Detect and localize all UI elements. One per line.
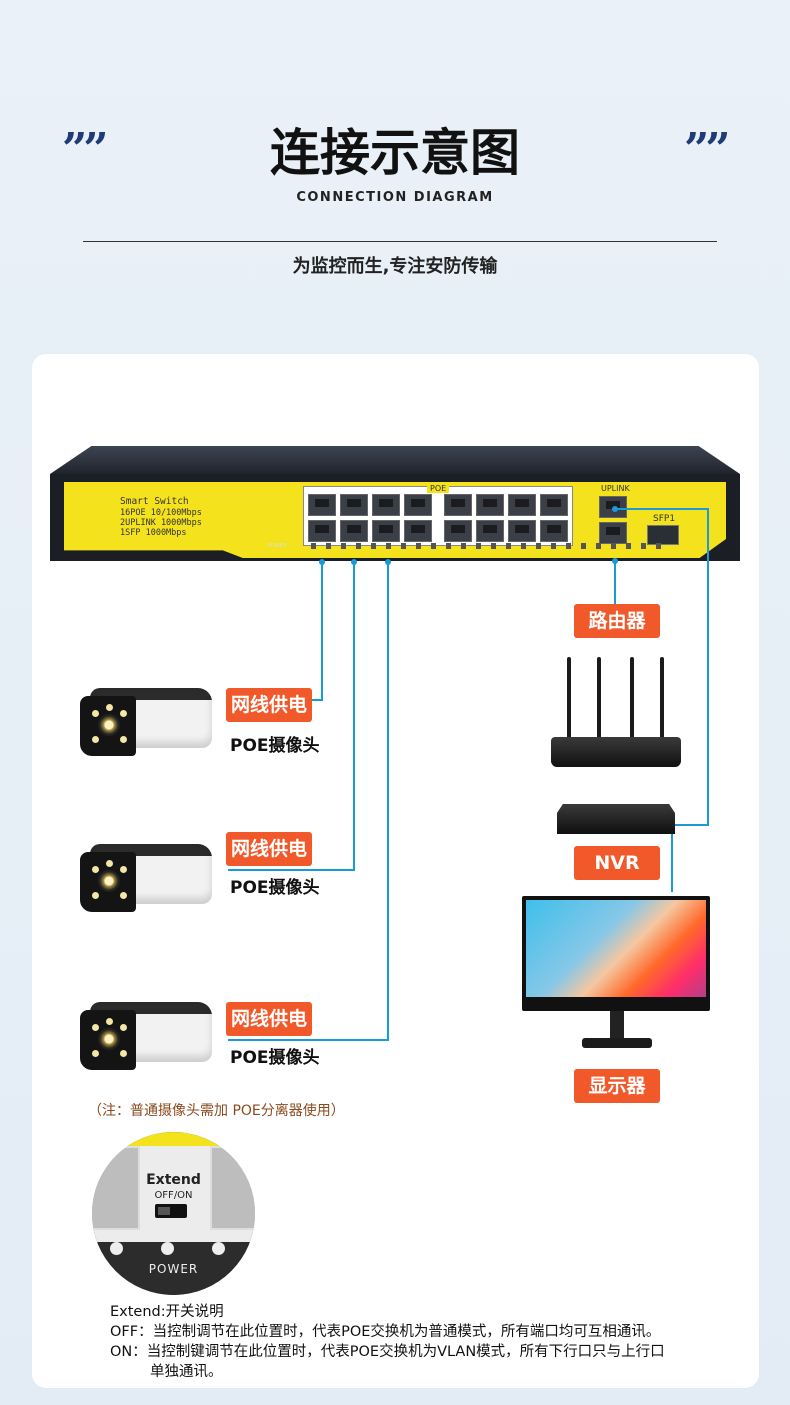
power-over-cable-tag: 网线供电 [226, 1002, 312, 1036]
router-tag: 路由器 [574, 604, 660, 638]
led-indicator [110, 1242, 123, 1255]
monitor-icon [522, 896, 710, 1011]
power-over-cable-tag: 网线供电 [226, 832, 312, 866]
nvr-tag: NVR [574, 846, 660, 880]
poe-port [372, 494, 400, 516]
switch-spec-sfp: 1SFP 1000Mbps [120, 528, 187, 538]
monitor-tag: 显示器 [574, 1069, 660, 1103]
switch-top [50, 446, 740, 474]
poe-port [444, 494, 472, 516]
camera-label: POE摄像头 [230, 736, 320, 756]
poe-camera-icon [80, 996, 212, 1076]
poe-port [476, 520, 504, 542]
led-indicator [212, 1242, 225, 1255]
poe-switch: Smart Switch 16POE 10/100Mbps 2UPLINK 10… [50, 446, 740, 561]
poe-port [476, 494, 504, 516]
poe-port [404, 520, 432, 542]
poe-camera-icon [80, 838, 212, 918]
extend-toggle-switch [155, 1204, 187, 1218]
cable-line [228, 1039, 389, 1041]
cable-line [675, 824, 709, 826]
description-heading: Extend:开关说明 [110, 1304, 224, 1320]
camera-label: POE摄像头 [230, 1048, 320, 1068]
poe-port [540, 494, 568, 516]
off-on-label: OFF/ON [154, 1190, 193, 1201]
cable-line [707, 508, 709, 825]
cable-line [387, 562, 389, 1040]
power-over-cable-tag: 网线供电 [226, 688, 312, 722]
poe-port [540, 520, 568, 542]
switch-spec-poe: 16POE 10/100Mbps [120, 508, 202, 518]
cable-line [228, 869, 355, 871]
sfp-label: SFP1 [653, 514, 676, 524]
note-text: （注：普通摄像头需加 POE分离器使用） [88, 1103, 345, 1119]
poe-port [372, 520, 400, 542]
switch-spec-uplink: 2UPLINK 1000Mbps [120, 518, 202, 528]
port-leds [311, 543, 661, 549]
description-off: OFF：当控制调节在此位置时，代表POE交换机为普通模式，所有端口均可互相通讯。 [110, 1324, 661, 1340]
cable-line [615, 508, 708, 510]
poe-port [340, 520, 368, 542]
cable-line [353, 562, 355, 870]
camera-label: POE摄像头 [230, 878, 320, 898]
page-title: 连接示意图 [270, 124, 520, 182]
monitor-base [582, 1038, 652, 1048]
monitor-stand [610, 1011, 624, 1041]
poe-port [444, 520, 472, 542]
poe-port [404, 494, 432, 516]
nvr-icon [557, 804, 675, 834]
right-quote-mark: ”” [684, 124, 731, 175]
switch-brand: Smart Switch [120, 496, 189, 507]
cable-line [614, 560, 616, 604]
cable-line [321, 562, 323, 700]
poe-port [308, 494, 336, 516]
description-on-continued: 单独通讯。 [150, 1364, 223, 1380]
poe-port [308, 520, 336, 542]
extend-switch-closeup: Extend OFF/ON POWER [92, 1132, 255, 1295]
slogan: 为监控而生,专注安防传输 [292, 256, 498, 277]
power-label: POWER [268, 543, 287, 549]
left-quote-mark: ”” [62, 124, 109, 175]
cable-line [671, 834, 673, 892]
poe-port [340, 494, 368, 516]
poe-port [508, 520, 536, 542]
divider [83, 241, 717, 242]
uplink-label: UPLINK [599, 484, 632, 493]
page-subtitle: CONNECTION DIAGRAM [296, 190, 494, 205]
uplink-port-2 [599, 522, 627, 544]
poe-port [508, 494, 536, 516]
extend-label: Extend [146, 1172, 201, 1188]
power-label: POWER [148, 1262, 199, 1276]
poe-label: POE [427, 484, 450, 493]
sfp-port [647, 525, 679, 545]
description-on: ON：当控制键调节在此位置时，代表POE交换机为VLAN模式，所有下行口只与上行… [110, 1344, 665, 1360]
led-indicator [161, 1242, 174, 1255]
poe-camera-icon [80, 682, 212, 762]
